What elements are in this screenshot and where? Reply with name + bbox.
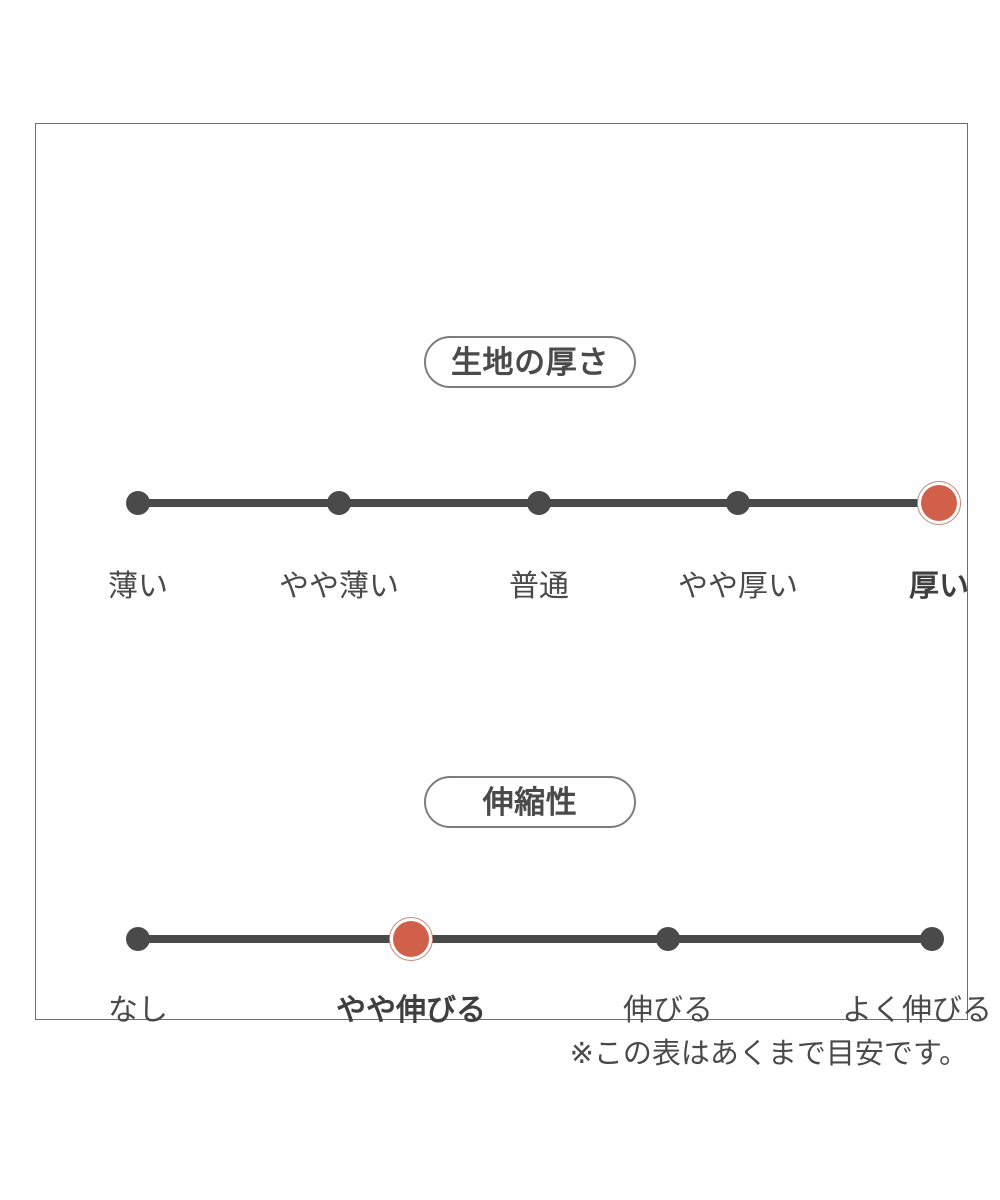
section-heading-thickness-label: 生地の厚さ <box>450 344 610 380</box>
disclaimer-note: ※この表はあくまで目安です。 <box>569 1038 968 1070</box>
scale-thickness-label-4-selected: 厚い <box>909 570 969 603</box>
section-heading-thickness: 生地の厚さ <box>424 336 636 388</box>
scale-stretch-node-2[interactable] <box>656 927 680 951</box>
scale-stretch-node-1-selected[interactable] <box>389 917 433 961</box>
section-heading-stretch-label: 伸縮性 <box>482 784 578 820</box>
selected-marker-icon <box>393 921 429 957</box>
scale-thickness-node-1[interactable] <box>327 491 351 515</box>
scale-thickness-node-4-selected[interactable] <box>917 481 961 525</box>
scale-thickness-label-1: やや薄い <box>279 570 399 603</box>
scale-stretch-label-0: なし <box>108 994 168 1027</box>
scale-stretch-label-2: 伸びる <box>623 994 713 1027</box>
scale-stretch-label-1-selected: やや伸びる <box>336 994 486 1027</box>
scale-stretch-node-3[interactable] <box>920 927 944 951</box>
scale-thickness-label-3: やや厚い <box>678 570 798 603</box>
scale-stretch-label-3: よく伸びる <box>842 994 992 1027</box>
scale-thickness-label-0: 薄い <box>108 570 168 603</box>
section-heading-stretch: 伸縮性 <box>424 776 636 828</box>
chart-frame: 生地の厚さ 伸縮性 薄い やや薄い 普通 やや厚い 厚い <box>35 123 992 1026</box>
scale-thickness-node-3[interactable] <box>726 491 750 515</box>
scale-stretch-node-0[interactable] <box>126 927 150 951</box>
scale-thickness-node-0[interactable] <box>126 491 150 515</box>
scale-stretch-track <box>138 935 932 943</box>
scale-thickness-label-2: 普通 <box>509 570 569 603</box>
selected-marker-icon <box>921 485 957 521</box>
scale-thickness-node-2[interactable] <box>527 491 551 515</box>
